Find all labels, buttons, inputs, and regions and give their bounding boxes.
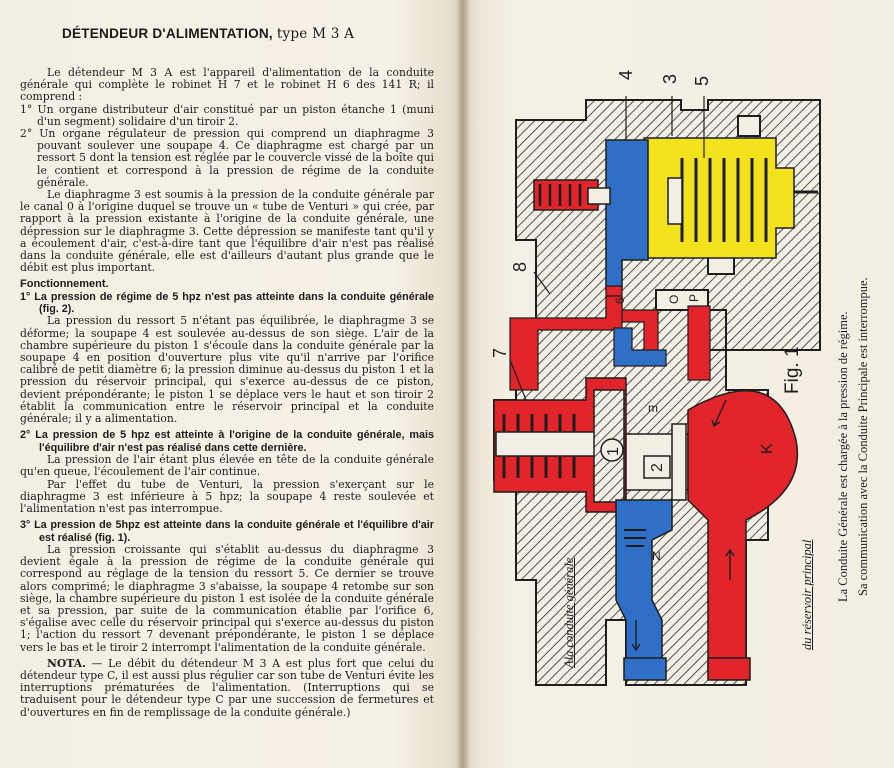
- label-reservoir-principal: du réservoir principal: [800, 539, 814, 650]
- conduit-passage: [615, 499, 673, 671]
- book-gutter: [456, 0, 470, 768]
- label-3: 3: [660, 74, 680, 84]
- paragraph: Par l'effet du tube de Venturi, la press…: [20, 477, 434, 515]
- body-text: Le détendeur M 3 A est l'appareil d'alim…: [20, 66, 434, 719]
- list-item: 2° Un organe régulateur de pression qui …: [20, 127, 434, 189]
- subsection-heading: 1° La pression de régime de 5 hpz n'est …: [20, 290, 434, 316]
- left-page: DÉTENDEUR D'ALIMENTATION, type M 3 A Le …: [0, 0, 462, 768]
- label-4: 4: [616, 70, 636, 80]
- nota-label: NOTA.: [47, 656, 86, 670]
- passage-P: [687, 305, 711, 381]
- label-m: m: [648, 401, 658, 415]
- list-item: 1° Un organe distributeur d'air constitu…: [20, 102, 434, 128]
- paragraph: La pression croissante qui s'établit au-…: [20, 542, 434, 654]
- label-7: 7: [490, 348, 510, 358]
- section-heading: Fonctionnement.: [20, 278, 109, 291]
- outlet-reservoir: [707, 657, 751, 681]
- label-2: 2: [649, 463, 666, 472]
- passage-blue-O: [613, 327, 667, 367]
- label-6: 6: [613, 297, 627, 304]
- label-conduite-generale: Ala conduite générale: [562, 557, 576, 668]
- nota-paragraph: NOTA. — Le débit du détendeur M 3 A est …: [20, 656, 434, 719]
- label-N: N: [652, 549, 661, 563]
- valve-cross-section-diagram: 4 3 5 8 7 6 O P m N 1 2 K: [490, 70, 821, 686]
- label-5: 5: [692, 76, 712, 86]
- figure-caption: La Conduite Générale est chargée à la pr…: [822, 250, 882, 740]
- paragraph: Le diaphragme 3 est soumis à la pression…: [20, 188, 434, 275]
- intro-paragraph: Le détendeur M 3 A est l'appareil d'alim…: [20, 66, 434, 104]
- subsection-heading: 2° La pression de 5 hpz est atteinte à l…: [20, 429, 434, 454]
- label-P: P: [687, 294, 701, 302]
- paragraph: La pression du ressort 5 n'étant pas équ…: [20, 314, 434, 426]
- figure-label: Fig. 1: [782, 346, 803, 394]
- check-valve-N: [624, 529, 646, 547]
- cap-plate: [737, 115, 761, 137]
- title-type: type M 3 A: [276, 26, 355, 42]
- label-O: O: [667, 295, 681, 304]
- page-title: DÉTENDEUR D'ALIMENTATION, type M 3 A: [62, 26, 354, 42]
- reservoir-chamber-K: [687, 390, 799, 671]
- outlet-conduite: [623, 657, 667, 681]
- flow-arrows: [631, 399, 735, 652]
- caption-line-1: La Conduite Générale est chargée à la pr…: [836, 311, 850, 602]
- spring-8: [538, 184, 582, 206]
- caption-line-2: Sa communication avec la Conduite Princi…: [856, 277, 870, 596]
- nota-text: — Le débit du détendeur M 3 A est plus f…: [20, 656, 434, 719]
- label-1: 1: [605, 447, 622, 456]
- label-K: K: [759, 443, 776, 454]
- label-8: 8: [510, 262, 530, 272]
- diaphragm-chamber: [605, 139, 649, 291]
- regulator-chamber: [643, 137, 795, 259]
- title-main: DÉTENDEUR D'ALIMENTATION,: [62, 26, 273, 41]
- paragraph: La pression de l'air étant plus élevée e…: [20, 453, 434, 479]
- spring-5: [680, 158, 768, 242]
- subsection-heading: 3° La pression de 5hpz est atteinte dans…: [20, 519, 434, 544]
- piston-rod: [495, 431, 597, 457]
